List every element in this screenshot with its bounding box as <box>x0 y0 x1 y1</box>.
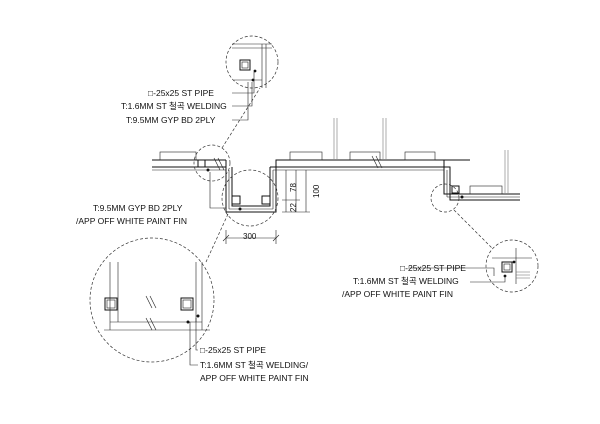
note-bottom-line2: T:1.6MM ST 철곡 WELDING/ <box>200 360 309 370</box>
dimension-labels: 300 78 100 22 <box>243 183 321 241</box>
detail-top <box>232 43 272 88</box>
detail-bottom-left <box>104 262 210 331</box>
dim-78: 78 <box>289 183 298 192</box>
note-bottom: □-25x25 ST PIPE T:1.6MM ST 철곡 WELDING/ A… <box>200 345 309 383</box>
note-right-line1: □-25x25 ST PIPE <box>400 263 466 273</box>
ceiling-profile <box>152 118 520 213</box>
note-right-line2: T:1.6MM ST 철곡 WELDING <box>353 276 459 286</box>
note-top-line2: T:1.6MM ST 철곡 WELDING <box>121 101 227 111</box>
note-bottom-line3: APP OFF WHITE PAINT FIN <box>200 373 309 383</box>
leader-lines <box>189 72 506 366</box>
detail-callouts <box>89 35 539 363</box>
note-top: □-25x25 ST PIPE T:1.6MM ST 철곡 WELDING T:… <box>121 88 227 125</box>
dimension-lines <box>222 170 310 244</box>
note-left: T:9.5MM GYP BD 2PLY /APP OFF WHITE PAINT… <box>76 203 187 226</box>
dim-22: 22 <box>289 203 298 212</box>
note-left-line1: T:9.5MM GYP BD 2PLY <box>93 203 183 213</box>
note-bottom-line1: □-25x25 ST PIPE <box>200 345 266 355</box>
dim-300: 300 <box>243 232 257 241</box>
note-left-line2: /APP OFF WHITE PAINT FIN <box>76 216 187 226</box>
detail-right <box>492 248 532 284</box>
note-right-line3: /APP OFF WHITE PAINT FIN <box>342 289 453 299</box>
note-top-line1: □-25x25 ST PIPE <box>148 88 214 98</box>
note-top-line3: T:9.5MM GYP BD 2PLY <box>126 115 216 125</box>
note-right: □-25x25 ST PIPE T:1.6MM ST 철곡 WELDING /A… <box>342 263 466 299</box>
dim-100: 100 <box>312 184 321 198</box>
